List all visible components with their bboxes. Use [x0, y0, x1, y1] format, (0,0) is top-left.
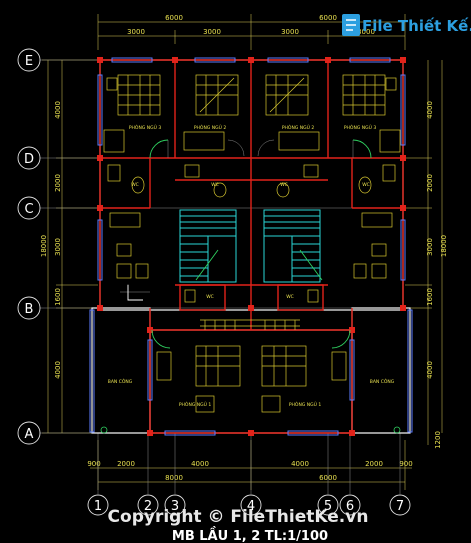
dim-right-3: 3000 — [426, 238, 434, 256]
dim-bottom-2: 2000 — [117, 460, 135, 468]
dim-left-total: 18000 — [40, 235, 48, 257]
axis-label-6: 6 — [346, 499, 354, 514]
room-label-bedroom-2a: PHÒNG NGỦ 2 — [194, 123, 227, 131]
dim-top-part-1: 3000 — [127, 28, 145, 36]
room-label-wc-3: WC — [280, 182, 288, 188]
axis-label-3: 3 — [171, 499, 179, 514]
logo-text: File Thiết Kế.vn — [362, 16, 471, 35]
bottom-dimensions: 900 2000 4000 4000 2000 900 8000 6000 — [87, 440, 413, 490]
room-label-bedroom-3a: PHÒNG NGỦ 3 — [129, 123, 162, 131]
dim-bottom-total-1: 8000 — [165, 474, 183, 482]
room-label-bedroom-1: PHÒNG NGỦ 1 — [179, 400, 212, 408]
dim-top-part-3: 3000 — [281, 28, 299, 36]
furniture-bottom — [151, 329, 351, 413]
dim-left-5: 4000 — [54, 361, 62, 379]
axis-label-d: D — [24, 152, 34, 167]
room-label-bedroom-2b: PHÒNG NGỦ 2 — [282, 123, 315, 131]
dim-right-5: 4000 — [426, 361, 434, 379]
drain-icon — [100, 426, 108, 434]
dim-bottom-4: 4000 — [291, 460, 309, 468]
axis-label-a: A — [25, 427, 34, 442]
axis-label-c: C — [24, 202, 33, 217]
axis-bubble-b — [17, 296, 41, 320]
axis-label-4: 4 — [247, 499, 255, 514]
axis-bubble-6 — [339, 494, 361, 516]
dim-left-3: 3000 — [54, 238, 62, 256]
room-label-wc-4: WC — [362, 182, 370, 188]
drain-icon — [393, 426, 401, 434]
wc-fixtures — [107, 164, 396, 228]
axis-bubble-2 — [137, 494, 159, 516]
dim-left-1: 4000 — [54, 101, 62, 119]
dim-left-2: 2000 — [54, 174, 62, 192]
axis-bubble-7 — [389, 494, 411, 516]
dim-left-4: 1600 — [54, 288, 62, 306]
dim-right-total: 18000 — [440, 235, 448, 257]
axis-bubble-e — [17, 48, 41, 72]
axis-bubble-1 — [87, 494, 109, 516]
structural-columns — [97, 57, 406, 436]
room-label-wc-6: WC — [286, 294, 294, 300]
dim-bottom-5: 2000 — [365, 460, 383, 468]
axis-bubble-c — [17, 196, 41, 220]
axis-bubble-a — [17, 421, 41, 445]
axis-bubble-3 — [164, 494, 186, 516]
axis-label-5: 5 — [324, 499, 332, 514]
room-label-bedroom-3b: PHÒNG NGỦ 3 — [344, 123, 377, 131]
axis-bubble-d — [17, 146, 41, 170]
room-label-bedroom-1b: PHÒNG NGỦ 1 — [289, 400, 322, 408]
furniture-top — [103, 74, 401, 159]
room-label-wc-2: WC — [211, 182, 219, 188]
dim-right-2: 2000 — [426, 174, 434, 192]
dim-top-part-2: 3000 — [203, 28, 221, 36]
lower-wc — [179, 284, 324, 330]
right-dimensions: 4000 2000 3000 1600 4000 18000 1200 — [405, 60, 448, 449]
brand-logo: File Thiết Kế.vn — [342, 14, 471, 36]
room-label-wc-5: WC — [206, 294, 214, 300]
copyright-watermark: Copyright © FileThietKe.vn — [108, 507, 369, 527]
axis-rows: E D C B A — [17, 48, 405, 445]
living-furniture — [116, 243, 387, 300]
walls — [91, 59, 411, 434]
dim-top-total-2: 6000 — [319, 14, 337, 22]
room-label-wc-1: WC — [131, 182, 139, 188]
axis-label-b: B — [25, 302, 34, 317]
ucs-icon — [127, 285, 143, 301]
dim-right-4: 1600 — [426, 288, 434, 306]
room-label-balcony-right: BAN CÔNG — [370, 378, 395, 385]
axis-label-1: 1 — [94, 499, 102, 514]
dim-top-part-4: 3000 — [357, 28, 375, 36]
axis-label-e: E — [25, 54, 33, 69]
dim-bottom-1: 900 — [87, 460, 100, 468]
dim-bottom-6: 900 — [399, 460, 412, 468]
staircases — [179, 209, 323, 283]
axis-cols: 1 2 3 4 5 6 7 — [87, 433, 411, 516]
dim-top-total-1: 6000 — [165, 14, 183, 22]
dim-bottom-3: 4000 — [191, 460, 209, 468]
windows — [89, 57, 413, 436]
axis-label-7: 7 — [396, 499, 404, 514]
axis-bubble-5 — [317, 494, 339, 516]
axis-label-2: 2 — [144, 499, 152, 514]
drawing-title: MB LẦU 1, 2 TL:1/100 — [172, 526, 328, 543]
axis-bubble-4 — [240, 494, 262, 516]
dim-right-1: 4000 — [426, 101, 434, 119]
left-dimensions: 4000 2000 3000 1600 4000 18000 — [40, 59, 98, 434]
room-label-balcony-left: BAN CÔNG — [108, 378, 133, 385]
dim-right-extra: 1200 — [434, 431, 442, 449]
